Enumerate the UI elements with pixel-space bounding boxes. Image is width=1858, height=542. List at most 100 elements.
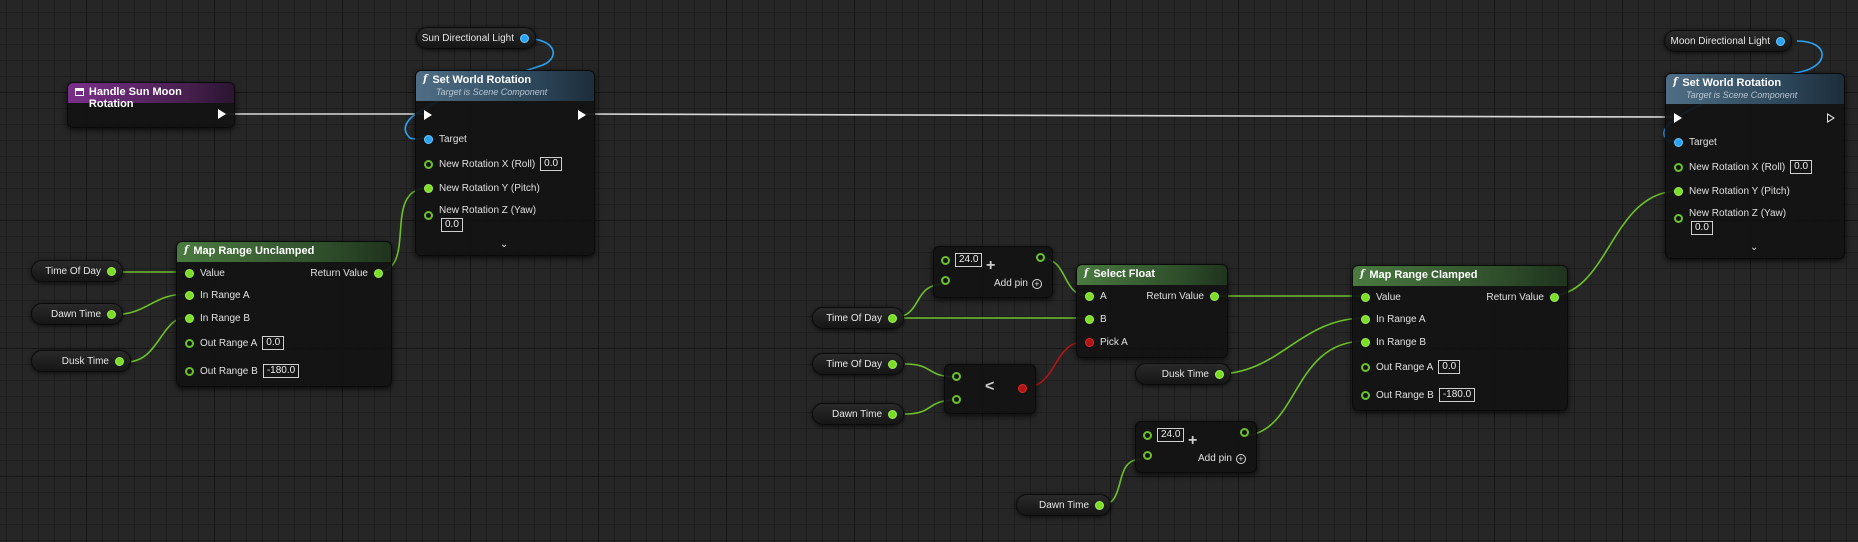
- select-b-pin[interactable]: B: [1085, 314, 1107, 325]
- float-pin[interactable]: [888, 313, 897, 323]
- variable-sun-directional-light[interactable]: Sun Directional Light: [416, 27, 536, 49]
- add-output-pin[interactable]: [1240, 428, 1249, 437]
- rotation-x-input[interactable]: 0.0: [1790, 160, 1813, 174]
- variable-dawn-time[interactable]: Dawn Time: [31, 303, 123, 325]
- add-value-input[interactable]: 24.0: [1157, 428, 1185, 442]
- less-output-pin[interactable]: [1018, 384, 1027, 393]
- add-float-node[interactable]: 24.0 + Add pin+: [1135, 421, 1257, 473]
- variable-dawn-time[interactable]: Dawn Time: [1016, 494, 1111, 516]
- chevron-down-icon[interactable]: ⌄: [1750, 242, 1759, 253]
- float-pin[interactable]: [115, 356, 124, 366]
- object-pin-dot: [424, 135, 433, 144]
- add-input-a-pin[interactable]: 24.0: [1143, 428, 1185, 442]
- return-value-pin[interactable]: Return Value: [1486, 292, 1559, 303]
- variable-moon-directional-light[interactable]: Moon Directional Light: [1664, 30, 1792, 52]
- rotation-z-pin[interactable]: New Rotation Z (Yaw)0.0: [1674, 208, 1786, 235]
- add-pin-button[interactable]: Add pin+: [994, 278, 1042, 289]
- exec-arrow-icon: [1674, 113, 1682, 123]
- rotation-x-pin[interactable]: New Rotation X (Roll)0.0: [424, 157, 563, 171]
- out-range-b-input[interactable]: -180.0: [1438, 388, 1476, 402]
- variable-label: Sun Directional Light: [421, 32, 514, 44]
- out-range-b-pin[interactable]: Out Range B-180.0: [1361, 388, 1476, 402]
- exec-wire: [579, 113, 1674, 118]
- add-output-pin[interactable]: [1036, 253, 1045, 262]
- variable-label: Time Of Day: [826, 312, 882, 324]
- rotation-x-pin[interactable]: New Rotation X (Roll)0.0: [1674, 160, 1813, 174]
- return-value-pin[interactable]: Return Value: [1146, 291, 1219, 302]
- float-pin-dot: [185, 291, 194, 300]
- float-pin[interactable]: [1095, 500, 1104, 510]
- value-pin[interactable]: Value: [1361, 292, 1401, 303]
- in-range-a-pin[interactable]: In Range A: [1361, 314, 1425, 325]
- float-pin[interactable]: [1215, 369, 1224, 379]
- less-input-b-pin[interactable]: [952, 395, 961, 404]
- variable-label: Dawn Time: [831, 408, 882, 420]
- event-node-handle-sun-moon-rotation[interactable]: Handle Sun Moon Rotation: [67, 82, 235, 128]
- out-range-a-input[interactable]: 0.0: [262, 336, 285, 350]
- add-input-b-pin[interactable]: [1143, 451, 1152, 460]
- add-pin-button[interactable]: Add pin+: [1198, 453, 1246, 464]
- variable-label: Time Of Day: [45, 265, 101, 277]
- return-value-pin[interactable]: Return Value: [310, 268, 383, 279]
- select-a-pin[interactable]: A: [1085, 291, 1107, 302]
- exec-out-pin[interactable]: [1827, 113, 1836, 123]
- variable-dusk-time[interactable]: Dusk Time: [31, 350, 131, 372]
- pick-a-pin[interactable]: Pick A: [1085, 337, 1128, 348]
- out-range-b-input[interactable]: -180.0: [262, 364, 300, 378]
- add-value-input[interactable]: 24.0: [955, 253, 983, 267]
- rotation-x-input[interactable]: 0.0: [540, 157, 563, 171]
- variable-label: Dusk Time: [61, 355, 109, 367]
- rotation-y-pin[interactable]: New Rotation Y (Pitch): [424, 183, 540, 194]
- variable-dusk-time[interactable]: Dusk Time: [1135, 363, 1231, 385]
- add-input-b-pin[interactable]: [941, 276, 950, 285]
- float-pin[interactable]: [888, 359, 897, 369]
- target-pin[interactable]: Target: [424, 134, 467, 145]
- float-pin-dot: [952, 395, 961, 404]
- in-range-a-pin[interactable]: In Range A: [185, 290, 249, 301]
- variable-time-of-day[interactable]: Time Of Day: [812, 353, 904, 375]
- add-float-node[interactable]: 24.0 + Add pin+: [933, 246, 1053, 298]
- less-than-node[interactable]: <: [944, 364, 1036, 414]
- chevron-down-icon[interactable]: ⌄: [500, 239, 509, 250]
- out-range-a-input[interactable]: 0.0: [1438, 360, 1461, 374]
- less-input-a-pin[interactable]: [952, 372, 961, 381]
- object-pin[interactable]: [1776, 36, 1785, 46]
- rotation-y-pin[interactable]: New Rotation Y (Pitch): [1674, 186, 1790, 197]
- float-pin-dot: [424, 211, 433, 220]
- variable-time-of-day[interactable]: Time Of Day: [31, 260, 123, 282]
- float-pin-dot: [1085, 315, 1094, 324]
- variable-time-of-day[interactable]: Time Of Day: [812, 307, 904, 329]
- rotation-z-input[interactable]: 0.0: [441, 218, 463, 232]
- out-range-b-pin[interactable]: Out Range B-180.0: [185, 364, 300, 378]
- rotation-z-pin[interactable]: New Rotation Z (Yaw)0.0: [424, 205, 536, 232]
- exec-out-pin[interactable]: [218, 109, 226, 119]
- exec-in-pin[interactable]: [424, 110, 432, 120]
- exec-in-pin[interactable]: [1674, 113, 1682, 123]
- exec-out-pin[interactable]: [578, 110, 586, 120]
- value-pin[interactable]: Value: [185, 268, 225, 279]
- object-pin[interactable]: [520, 33, 529, 43]
- in-range-b-pin[interactable]: In Range B: [1361, 337, 1426, 348]
- float-pin[interactable]: [888, 409, 897, 419]
- variable-dawn-time[interactable]: Dawn Time: [812, 403, 904, 425]
- exec-arrow-hollow-icon: [1827, 113, 1836, 123]
- float-pin[interactable]: [107, 309, 116, 319]
- float-pin-dot: [1361, 293, 1370, 302]
- add-input-a-pin[interactable]: 24.0: [941, 253, 983, 267]
- variable-label: Moon Directional Light: [1670, 35, 1771, 47]
- rotation-z-input[interactable]: 0.0: [1691, 221, 1713, 235]
- in-range-b-pin[interactable]: In Range B: [185, 313, 250, 324]
- float-pin[interactable]: [107, 266, 116, 276]
- node-subtitle: Target is Scene Component: [1686, 90, 1798, 100]
- float-pin-dot: [1143, 430, 1152, 440]
- target-pin[interactable]: Target: [1674, 137, 1717, 148]
